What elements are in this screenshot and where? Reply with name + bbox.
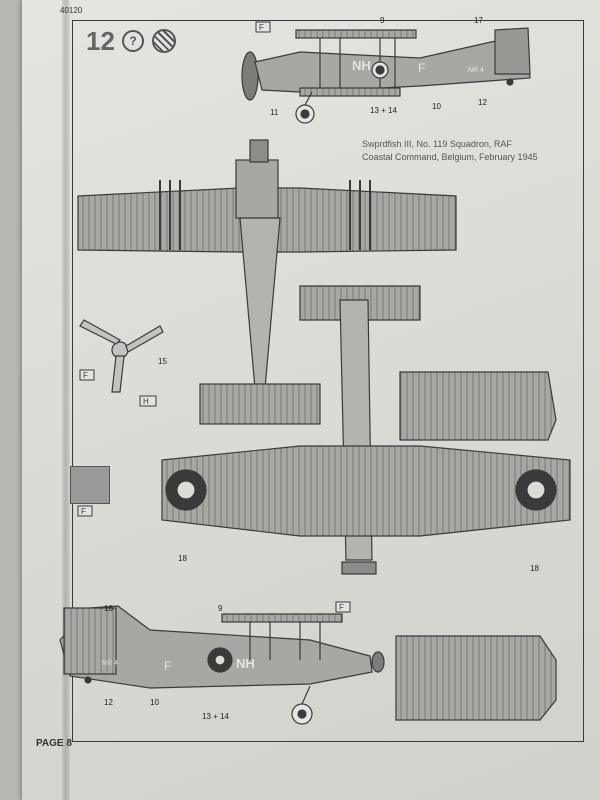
paint-code-flag-swatch: [77, 505, 93, 517]
top-letter-marking: F: [418, 61, 425, 75]
bottom-letter-marking: F: [164, 659, 171, 673]
callout-9-top: 9: [380, 16, 385, 25]
paint-code-top: F: [259, 23, 264, 32]
paint-code-prop-f: F: [83, 371, 88, 380]
paint-code-flag-prop-f: [79, 369, 95, 381]
callout-10-bottom: 10: [150, 698, 159, 707]
callout-9-bottom: 9: [218, 604, 223, 613]
paint-code-prop-h: H: [143, 397, 149, 406]
bottom-serial-marking: NR 4: [102, 660, 118, 667]
paint-code-swatch: F: [81, 507, 86, 516]
document-id: 40120: [60, 6, 83, 15]
paint-code-flag-bottom: [335, 601, 351, 613]
side-view-right: [241, 27, 531, 124]
callout-16: 16: [104, 604, 113, 613]
caption-line-2: Coastal Command, Belgium, February 1945: [362, 152, 538, 162]
propeller-detail: [79, 319, 164, 393]
caption-line-1: Swprdfish III, No. 119 Squadron, RAF: [362, 139, 512, 149]
top-serial-marking: NR 4: [468, 67, 484, 74]
callout-10-top: 10: [432, 102, 441, 111]
top-code-marking: NH: [352, 58, 371, 73]
callout-12-bottom: 12: [104, 698, 113, 707]
callout-13-14-bottom: 13 + 14: [202, 712, 229, 721]
paint-code-bottom: F: [339, 603, 344, 612]
glue-warning-icon: [152, 29, 176, 53]
callout-18-right: 18: [530, 564, 539, 573]
callout-15: 15: [158, 357, 167, 366]
step-number: 12: [86, 26, 115, 56]
plan-view: [77, 139, 457, 425]
callout-18-left: 18: [178, 554, 187, 563]
help-icon: ?: [122, 30, 144, 52]
callout-12-top: 12: [478, 98, 487, 107]
under-view: [161, 285, 571, 575]
side-view-left: [59, 605, 557, 725]
paint-code-flag-top: [255, 21, 271, 33]
bottom-code-marking: NH: [236, 656, 255, 671]
paint-code-flag-prop-h: [139, 395, 157, 407]
page-fold: [62, 0, 70, 800]
callout-17: 17: [474, 16, 483, 25]
callout-13-14-top: 13 + 14: [370, 106, 397, 115]
callout-11: 11: [270, 108, 279, 117]
page-frame: [72, 20, 584, 742]
page-label: PAGE 8: [36, 738, 72, 749]
paint-swatch: [70, 466, 110, 504]
